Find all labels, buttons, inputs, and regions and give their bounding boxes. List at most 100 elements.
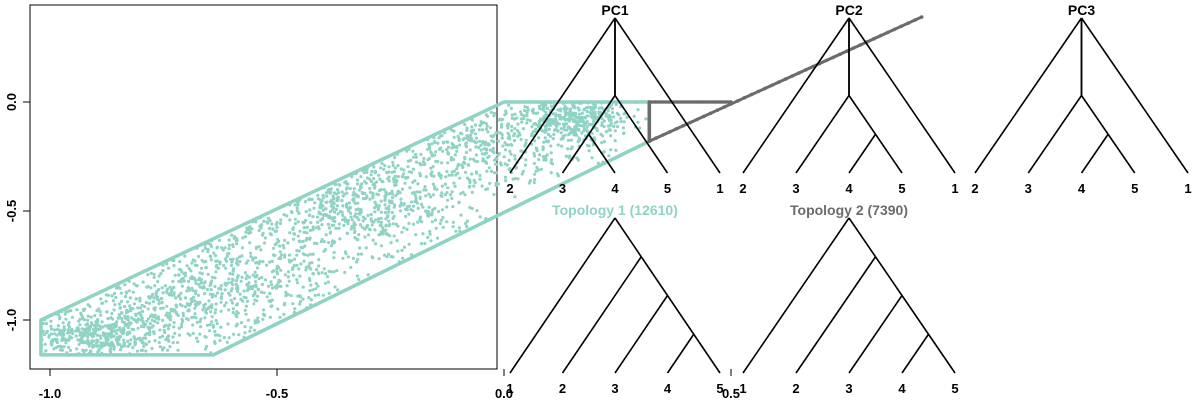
scatter-point [111,299,115,303]
scatter-point [450,142,454,146]
scatter-point [312,272,316,276]
scatter-point [84,329,88,333]
scatter-point [86,339,90,343]
scatter-point [450,190,454,194]
scatter-point [389,255,393,259]
scatter-point [67,330,71,334]
scatter-point [597,106,601,110]
scatter-point [379,230,383,234]
scatter-point [366,273,370,277]
scatter-point [667,130,672,134]
scatter-point [287,279,291,283]
scatter-point [458,143,462,147]
scatter-point [293,222,297,226]
scatter-point [330,208,335,212]
scatter-point [223,281,227,285]
scatter-point [352,199,356,203]
scatter-point [101,325,105,329]
scatter-point [165,262,169,266]
scatter-point [513,195,517,199]
scatter-point [393,156,397,160]
scatter-point [533,172,537,176]
scatter-point [609,134,613,138]
tree-title: PC2 [835,2,862,18]
scatter-point [550,162,555,166]
scatter-point [70,336,74,340]
scatter-point [235,261,239,265]
scatter-point [150,318,154,322]
scatter-point [343,180,347,184]
scatter-point [473,123,477,127]
scatter-point [203,316,207,320]
scatter-point [100,320,104,324]
scatter-point [271,269,276,273]
scatter-point [277,239,281,243]
scatter-point [392,180,396,184]
scatter-point [168,345,172,349]
scatter-point [301,239,305,244]
scatter-point [313,293,317,297]
scatter-point [355,260,359,264]
scatter-point [411,222,416,226]
scatter-point [67,321,71,325]
scatter-point [824,58,829,63]
scatter-point [299,262,303,266]
scatter-point [175,305,179,309]
scatter-point [344,187,349,191]
scatter-point [184,305,188,309]
scatter-point [314,226,318,230]
scatter-point [67,345,71,349]
scatter-point [393,183,397,187]
scatter-point [109,335,113,339]
scatter-point [384,206,388,210]
scatter-point [464,150,468,155]
scatter-point [497,151,501,156]
scatter-point [96,319,100,323]
tree-leaf-label: 3 [792,181,799,196]
scatter-point [472,139,476,143]
scatter-point [358,212,362,216]
scatter-point [436,160,440,164]
scatter-point [291,226,295,230]
scatter-point [239,321,244,325]
scatter-point [162,346,166,350]
scatter-point [147,340,151,344]
scatter-point [507,103,511,107]
scatter-point [238,260,242,264]
scatter-point [314,287,318,291]
scatter-point [349,265,353,269]
scatter-point [263,313,267,317]
scatter-point [245,282,249,287]
scatter-point [187,309,191,313]
scatter-point [430,154,434,158]
scatter-point [491,146,495,150]
scatter-point [459,192,463,196]
tree-leaf-label: 3 [611,381,618,396]
scatter-point [189,269,193,273]
scatter-point [275,272,279,276]
scatter-point [484,187,488,191]
scatter-point [585,109,589,114]
scatter-point [204,311,209,315]
scatter-point [174,310,178,314]
scatter-point [500,133,504,137]
scatter-point [578,123,582,128]
scatter-point [512,139,517,143]
scatter-point [325,275,330,279]
tree-branch [588,95,616,135]
scatter-point [615,120,619,124]
scatter-point [567,155,571,159]
scatter-point [544,139,549,143]
scatter-point [99,313,103,317]
scatter-point [501,144,505,148]
scatter-point [152,272,156,276]
scatter-point [208,329,212,333]
scatter-point [371,196,375,200]
scatter-point [441,149,445,153]
scatter-point [254,245,258,249]
scatter-point [114,295,118,300]
scatter-point [609,121,613,126]
scatter-point [445,170,449,174]
scatter-point [544,158,548,162]
scatter-point [123,304,127,309]
